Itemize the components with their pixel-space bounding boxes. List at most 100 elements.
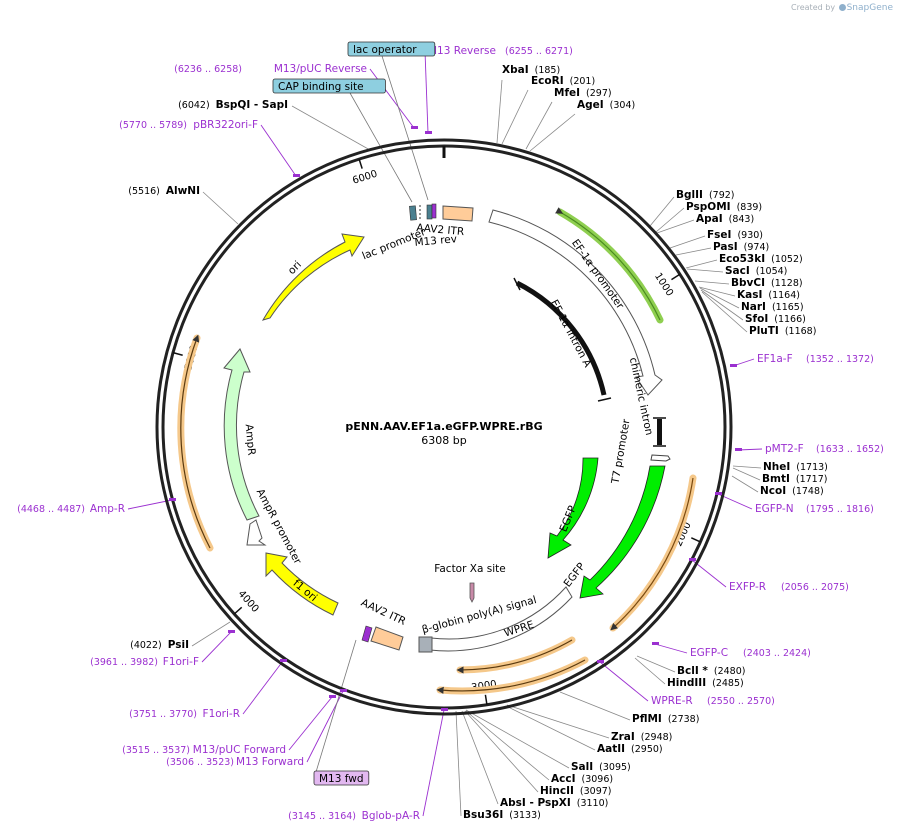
- enzyme-label[interactable]: PflMI(2738): [632, 713, 699, 725]
- primer-leader: [599, 661, 649, 702]
- enzyme-label[interactable]: XbaI(185): [502, 64, 560, 76]
- feature-label: EF-1α intron A: [548, 298, 594, 370]
- primer-name[interactable]: pMT2-F: [765, 443, 804, 455]
- enzyme-position: (4022): [130, 640, 162, 651]
- enzyme-label[interactable]: NcoI(1748): [760, 485, 824, 497]
- tick-mark: [358, 158, 363, 169]
- enzyme-label[interactable]: PasI (974): [713, 241, 769, 253]
- enzyme-label[interactable]: FseI(930): [707, 229, 763, 241]
- enzyme-label[interactable]: Eco53kI(1052): [719, 253, 803, 265]
- primer-name[interactable]: Amp-R: [90, 503, 125, 515]
- feature-t7-promoter: [650, 454, 671, 462]
- primer-name[interactable]: M13/pUC Forward: [193, 744, 286, 756]
- primer-leader: [127, 499, 173, 510]
- enzyme-label[interactable]: BmtI(1717): [762, 473, 827, 485]
- enzyme-label[interactable]: (6042)BspQI - SapI: [178, 99, 288, 111]
- feature-label: EF-1α promoter: [569, 237, 626, 312]
- enzyme-label[interactable]: PluTI(1168): [749, 325, 816, 337]
- primer-name[interactable]: M13 Forward: [236, 756, 304, 768]
- primer-name[interactable]: Bglob-pA-R: [362, 810, 420, 822]
- enzyme-label[interactable]: EcoRI(201): [531, 75, 595, 87]
- enzyme-name: SalI: [571, 761, 593, 773]
- primer-name[interactable]: EF1a-F: [757, 353, 793, 365]
- enzyme-label[interactable]: SfoI(1166): [745, 313, 806, 325]
- primer-leader: [691, 559, 727, 588]
- primer-site-mark: [340, 689, 347, 692]
- primer-name[interactable]: M13/pUC Reverse: [274, 63, 367, 75]
- enzyme-label[interactable]: HincII(3097): [540, 785, 612, 797]
- enzyme-name: AlwNI: [166, 185, 200, 197]
- enzyme-label[interactable]: ApaI(843): [696, 213, 754, 225]
- primer-leader: [201, 631, 232, 663]
- enzyme-label[interactable]: BglII(792): [676, 189, 734, 201]
- enzyme-label[interactable]: AgeI(304): [577, 99, 635, 111]
- enzyme-label[interactable]: (4022)PsiI: [130, 639, 189, 651]
- orf-arc-right-inner: [610, 477, 694, 631]
- enzyme-leader: [675, 247, 712, 256]
- primer-site-mark: [411, 126, 418, 129]
- boxed-label[interactable]: M13 fwd: [319, 773, 364, 785]
- tick-mark: [690, 537, 701, 543]
- enzyme-label[interactable]: AccI(3096): [551, 773, 613, 785]
- enzyme-label[interactable]: AatII(2950): [597, 743, 663, 755]
- primer-name[interactable]: EGFP-C: [690, 647, 728, 659]
- primer-site-mark: [293, 174, 300, 177]
- enzyme-leader: [694, 280, 730, 285]
- primer-range: (6255 .. 6271): [505, 46, 573, 57]
- enzyme-position: (3110): [577, 798, 609, 809]
- enzyme-label[interactable]: SalI(3095): [571, 761, 631, 773]
- enzyme-leader: [732, 467, 761, 481]
- primer-leader: [242, 660, 284, 715]
- credit-prefix: Created by: [791, 3, 836, 12]
- enzyme-name: PluTI: [749, 325, 779, 337]
- enzyme-label[interactable]: SacI(1054): [725, 265, 787, 277]
- primer-name[interactable]: EXFP-R: [729, 581, 766, 593]
- primer-range: (5770 .. 5789): [119, 120, 187, 131]
- feature-factor-xa-site: [469, 582, 475, 603]
- boxed-label-leader: [381, 55, 429, 201]
- boxed-label[interactable]: CAP binding site: [278, 81, 364, 93]
- enzyme-label[interactable]: NheI(1713): [763, 461, 828, 473]
- enzyme-position: (974): [744, 242, 770, 253]
- enzyme-label[interactable]: KasI(1164): [737, 289, 800, 301]
- feature-cap-binding-site: [409, 205, 417, 221]
- enzyme-name: MfeI: [554, 87, 580, 99]
- enzyme-label[interactable]: MfeI(297): [554, 87, 612, 99]
- enzyme-leader: [461, 710, 499, 805]
- plasmid-length: 6308 bp: [421, 434, 466, 447]
- enzyme-label[interactable]: NarI(1165): [741, 301, 804, 313]
- primer-site-mark: [597, 660, 604, 663]
- enzyme-position: (839): [737, 202, 763, 213]
- primer-leader: [654, 643, 688, 654]
- orf-arc-wpre-2-inner: [436, 659, 586, 694]
- enzyme-leader: [465, 709, 570, 769]
- feature-beta-globin-polya: [418, 636, 433, 653]
- primer-name[interactable]: F1ori-F: [163, 656, 199, 668]
- tick-mark: [484, 694, 488, 705]
- enzyme-label[interactable]: ZraI(2948): [611, 731, 672, 743]
- enzyme-label[interactable]: PspOMI(839): [686, 201, 762, 213]
- boxed-label[interactable]: lac operator: [353, 44, 417, 56]
- primer-name[interactable]: EGFP-N: [755, 503, 794, 515]
- enzyme-leader: [529, 113, 576, 152]
- enzyme-position: (3096): [581, 774, 613, 785]
- enzyme-name: PasI: [713, 241, 738, 253]
- primer-name[interactable]: F1ori-R: [203, 708, 240, 720]
- primer-site-mark: [169, 498, 176, 501]
- primer-site-mark: [652, 642, 659, 645]
- enzyme-label[interactable]: (5516)AlwNI: [128, 185, 200, 197]
- primer-range: (2550 .. 2570): [707, 696, 775, 707]
- primer-name[interactable]: M13 Reverse: [428, 45, 496, 57]
- enzyme-label[interactable]: HindIII(2485): [667, 677, 744, 689]
- enzyme-leader: [202, 191, 239, 225]
- primer-name[interactable]: pBR322ori-F: [193, 119, 258, 131]
- enzyme-label[interactable]: BbvCI(1128): [731, 277, 803, 289]
- enzyme-position: (1164): [768, 290, 800, 301]
- enzyme-label[interactable]: BclI *(2480): [677, 665, 745, 677]
- enzyme-position: (1165): [772, 302, 804, 313]
- primer-range: (3145 .. 3164): [288, 811, 356, 822]
- enzyme-label[interactable]: AbsI - PspXI(3110): [500, 797, 608, 809]
- primer-name[interactable]: WPRE-R: [651, 695, 693, 707]
- enzyme-label[interactable]: Bsu36I(3133): [463, 809, 541, 821]
- primer-leader: [288, 696, 333, 751]
